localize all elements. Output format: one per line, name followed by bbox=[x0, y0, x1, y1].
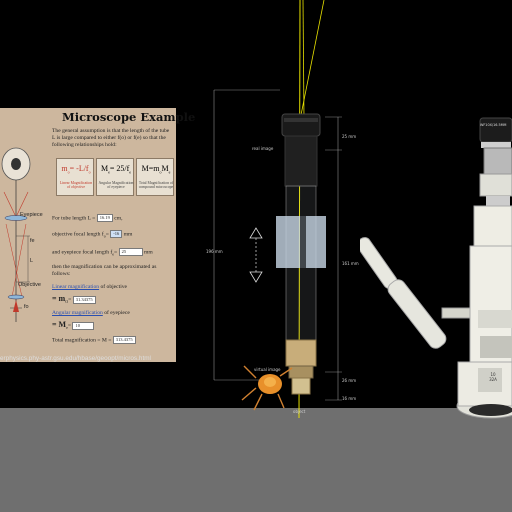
formula-angular-magnification: Me= 25/fe Angular Magnification of eyepi… bbox=[96, 158, 134, 196]
eyepiece-barrel bbox=[284, 135, 318, 187]
approx-text: then the magnification can be approximat… bbox=[52, 264, 157, 277]
formula-text: mo= -L/fo bbox=[61, 164, 91, 175]
eyepiece-cap bbox=[281, 113, 321, 137]
light-ray bbox=[302, 0, 305, 121]
formula-caption: Total Magnification of compound microsco… bbox=[138, 181, 174, 190]
eyepiece-focal-row: and eyepiece focal length fe= 25 mm bbox=[52, 248, 153, 257]
formula-text: Me= 25/fe bbox=[100, 164, 132, 175]
microscope-model bbox=[360, 117, 512, 419]
angular-magnification-link[interactable]: Angular magnification bbox=[52, 310, 103, 316]
label-virtual-image: virtual image bbox=[254, 367, 281, 372]
total-magnification-row: Total magnification = M = 313.4375 bbox=[52, 336, 136, 344]
objective-focal-row: objective focal length fo= -16 mm bbox=[52, 230, 133, 239]
label-dim-top: 25 mm bbox=[342, 134, 357, 139]
angular-magnification-output[interactable]: 10 bbox=[72, 321, 95, 330]
model-badge: 10 32A bbox=[489, 372, 497, 382]
tube-scene bbox=[213, 0, 342, 419]
linear-magnification-row: = mO= 31.34375 bbox=[52, 294, 96, 304]
angular-magnification-row: = Me= 10 bbox=[52, 320, 95, 330]
label-dim-bottom: 16 mm bbox=[342, 396, 357, 401]
down-arrow-icon bbox=[249, 271, 263, 283]
formula-text: M=moMe bbox=[141, 164, 171, 175]
label-object: object bbox=[293, 409, 306, 414]
formula-caption: Linear Magnification of objective bbox=[59, 181, 93, 190]
model-eyepiece-cap bbox=[479, 117, 512, 143]
label-real-image: real image bbox=[252, 146, 274, 151]
formula-caption: Angular Magnification of eyepiece bbox=[98, 181, 134, 190]
angular-magnification-label: Angular magnification of eyepiece bbox=[52, 310, 130, 316]
diagram-label-fo: fo bbox=[24, 304, 29, 310]
objective-lens bbox=[285, 339, 317, 367]
total-magnification-output[interactable]: 313.4375 bbox=[112, 336, 136, 344]
floor-plane bbox=[0, 408, 512, 512]
objective-focal-input[interactable]: -16 bbox=[110, 230, 123, 238]
linear-magnification-label: Linear magnification of objective bbox=[52, 284, 128, 290]
linear-magnification-link[interactable]: Linear magnification bbox=[52, 284, 100, 290]
model-brand-label: WF10X/16.5MM bbox=[480, 123, 507, 127]
diagram-label-fe: fe bbox=[30, 238, 35, 244]
info-poster: Microscope Example The general assumptio… bbox=[0, 108, 195, 362]
formula-total-magnification: M=moMe Total Magnification of compound m… bbox=[136, 158, 174, 196]
source-url: erphysics.phy-astr.gsu.edu/hbase/geoopt/… bbox=[0, 355, 151, 362]
diagram-label-objective: Objective bbox=[18, 282, 41, 288]
diagram-label-eyepiece: Eyepiece bbox=[20, 212, 43, 218]
eyepiece-focal-input[interactable]: 25 bbox=[118, 248, 143, 256]
diagram-label-l: L bbox=[30, 258, 34, 264]
microscope-optics-diagram bbox=[1, 147, 31, 322]
linear-magnification-output[interactable]: 31.34375 bbox=[72, 295, 96, 304]
label-dim-low: 26 mm bbox=[342, 378, 357, 383]
formula-linear-magnification: mo= -L/fo Linear Magnification of object… bbox=[56, 158, 94, 196]
up-arrow-icon bbox=[249, 227, 263, 239]
tube-length-row: For tube length L = 16.19 cm, bbox=[52, 214, 123, 222]
poster-intro: The general assumption is that the lengt… bbox=[52, 128, 170, 148]
poster-title: Microscope Example bbox=[62, 110, 196, 124]
label-dim-total: 196 mm bbox=[206, 249, 223, 254]
tube-length-input[interactable]: 16.19 bbox=[96, 214, 113, 222]
label-dim-mid: 161 mm bbox=[342, 261, 359, 266]
